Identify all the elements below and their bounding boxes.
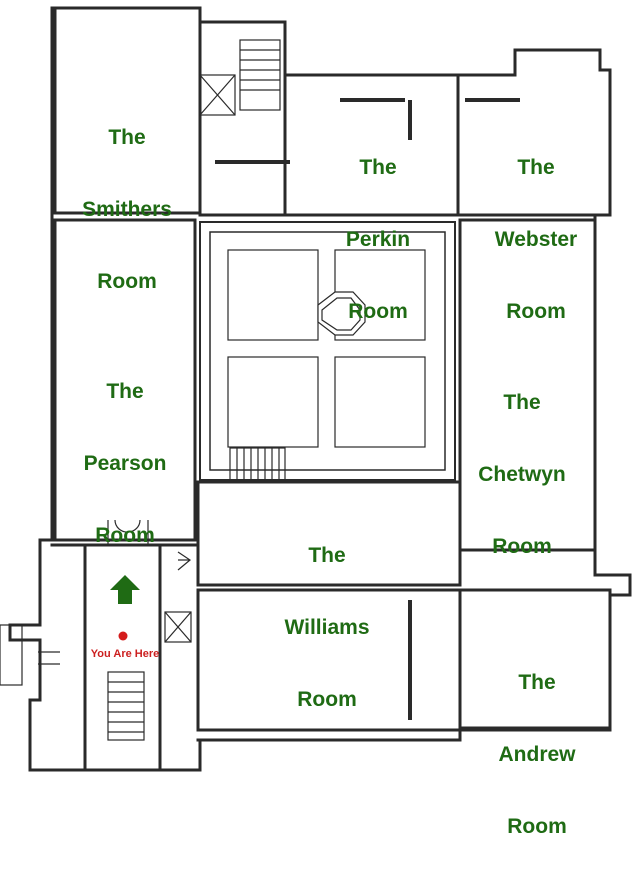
smithers-room-label: The Smithers Room: [82, 78, 172, 342]
williams-room-label-line1: The: [308, 544, 346, 567]
webster-room-label-line2: Webster: [494, 228, 578, 251]
chetwyn-room-label-line1: The: [503, 391, 541, 414]
perkin-room-label: The Perkin Room: [346, 108, 410, 372]
andrew-room-label-line3: Room: [507, 815, 567, 838]
chetwyn-room-outline: [458, 218, 597, 552]
pearson-room-outline: [53, 218, 197, 542]
andrew-room-label-line1: The: [518, 671, 556, 694]
up-arrow-icon: [110, 575, 140, 604]
chetwyn-room-label: The Chetwyn Room: [478, 343, 566, 607]
webster-room-label: The Webster Room: [495, 108, 577, 372]
williams-room-label-line2: Williams: [284, 616, 370, 639]
smithers-room-label-line1: The: [108, 126, 146, 149]
perkin-room-label-line2: Perkin: [345, 228, 411, 251]
floor-plan-map: The Smithers Room The Perkin Room The We…: [0, 6, 632, 838]
webster-room-label-line1: The: [517, 156, 555, 179]
williams-room-outline: [196, 480, 462, 587]
williams-room-label: The Williams Room: [284, 496, 369, 760]
webster-room-label-line3: Room: [506, 300, 566, 323]
chetwyn-room-label-line2: Chetwyn: [478, 463, 566, 486]
chetwyn-room-label-line3: Room: [492, 535, 552, 558]
perkin-room-label-line3: Room: [348, 300, 408, 323]
pearson-room-label-line2: Pearson: [83, 452, 167, 475]
smithers-room-label-line2: Smithers: [82, 198, 172, 221]
andrew-room-label-line2: Andrew: [498, 743, 576, 766]
pearson-room-label: The Pearson Room: [84, 332, 167, 596]
you-are-here-label: You Are Here: [90, 648, 160, 660]
pearson-room-label-line3: Room: [95, 524, 155, 547]
perkin-room-label-line1: The: [359, 156, 397, 179]
smithers-room-label-line3: Room: [97, 270, 157, 293]
pearson-room-label-line1: The: [106, 380, 144, 403]
location-dot-icon: [118, 631, 128, 641]
floor-plan-drawing: [0, 6, 632, 772]
williams-room-label-line3: Room: [297, 688, 357, 711]
courtyard-outline: [199, 221, 456, 481]
